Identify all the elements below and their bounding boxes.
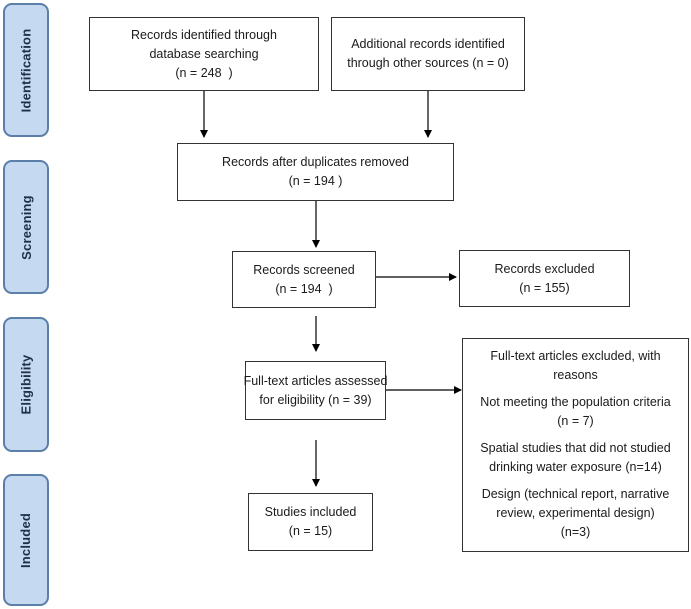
- box-studies-included: Studies included (n = 15): [248, 493, 373, 551]
- box-full-text-assessed-line2: for eligibility (n = 39): [259, 392, 372, 407]
- box-duplicates-removed: Records after duplicates removed (n = 19…: [177, 143, 454, 201]
- box-records-excluded-line1: Records excluded: [494, 261, 595, 276]
- stage-included: Included: [3, 474, 49, 606]
- box-full-text-assessed-line1: Full-text articles assessed: [243, 373, 388, 388]
- box-other-sources-line1: Additional records identified: [351, 37, 505, 51]
- excluded-reason-spatial: Spatial studies that did not studied: [480, 441, 671, 455]
- excluded-reason-population-count: (n = 7): [557, 414, 594, 428]
- box-records-screened: Records screened (n = 194 ): [232, 251, 376, 308]
- excluded-reason-spatial-count: drinking water exposure (n=14): [489, 460, 662, 474]
- box-database-search-line2: database searching: [149, 46, 259, 61]
- box-records-excluded-count: (n = 155): [519, 280, 570, 295]
- box-studies-included-count: (n = 15): [288, 524, 333, 538]
- box-full-text-assessed: Full-text articles assessed for eligibil…: [243, 361, 388, 420]
- box-other-sources-line2: through other sources (n = 0): [347, 56, 509, 70]
- box-records-excluded: Records excluded (n = 155): [459, 250, 630, 307]
- stage-identification: Identification: [3, 3, 49, 137]
- box-full-text-excluded: Full-text articles excluded, with reason…: [462, 338, 689, 552]
- box-duplicates-removed-count: (n = 194 ): [288, 174, 343, 188]
- box-studies-included-line1: Studies included: [264, 505, 357, 519]
- excluded-reason-design-line2: review, experimental design): [496, 506, 655, 520]
- excluded-reason-design-line1: Design (technical report, narrative: [481, 487, 670, 501]
- box-database-search-count: (n = 248 ): [175, 65, 233, 80]
- box-other-sources: Additional records identified through ot…: [331, 17, 525, 91]
- excluded-heading-line1: Full-text articles excluded, with: [490, 349, 661, 363]
- excluded-reason-design-count: (n=3): [560, 525, 591, 539]
- stage-eligibility: Eligibility: [3, 317, 49, 452]
- box-records-screened-count: (n = 194 ): [275, 281, 333, 296]
- box-duplicates-removed-line1: Records after duplicates removed: [222, 155, 409, 169]
- box-database-search: Records identified through database sear…: [89, 17, 319, 91]
- excluded-heading-line2: reasons: [553, 368, 598, 382]
- excluded-reason-population: Not meeting the population criteria: [480, 395, 671, 409]
- box-database-search-line1: Records identified through: [131, 27, 277, 42]
- box-records-screened-line1: Records screened: [253, 262, 355, 277]
- stage-screening: Screening: [3, 160, 49, 294]
